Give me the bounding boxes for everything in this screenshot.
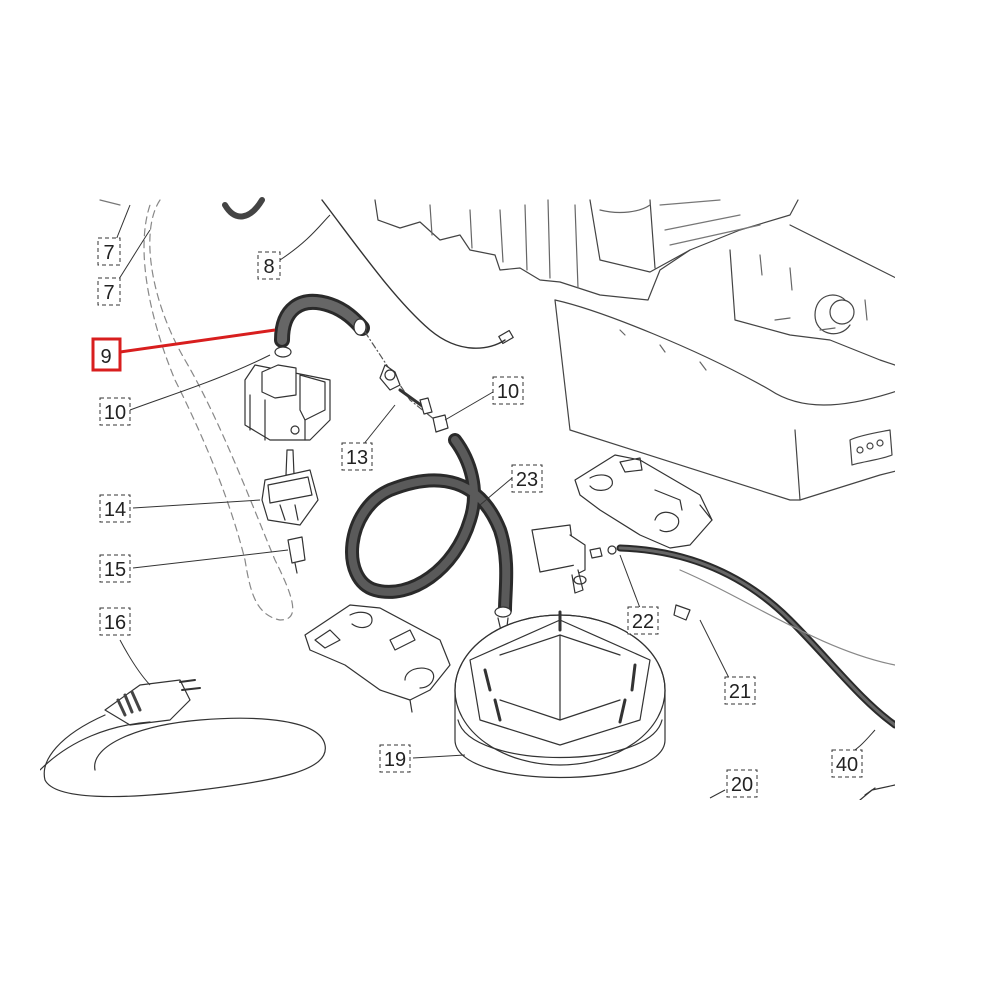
svg-text:19: 19	[384, 749, 406, 771]
machine-body	[374, 199, 895, 501]
sensor-22	[531, 524, 617, 594]
part-label-22[interactable]: 22	[627, 606, 659, 635]
svg-text:9: 9	[100, 346, 111, 368]
svg-text:10: 10	[497, 381, 519, 403]
left-bracket	[304, 604, 451, 713]
part-label-8[interactable]: 8	[257, 251, 281, 280]
svg-text:22: 22	[632, 611, 654, 633]
part-label-15[interactable]: 15	[99, 554, 131, 583]
svg-text:13: 13	[346, 447, 368, 469]
svg-text:15: 15	[104, 559, 126, 581]
svg-text:10: 10	[104, 402, 126, 424]
svg-text:21: 21	[729, 681, 751, 703]
top-hose-piece	[222, 197, 265, 220]
svg-text:40: 40	[836, 754, 858, 776]
wire-8	[321, 199, 506, 349]
svg-text:23: 23	[516, 469, 538, 491]
housing-dashed-outline	[143, 199, 294, 621]
part-label-16[interactable]: 16	[99, 607, 131, 636]
highlight-leader	[119, 328, 276, 354]
wire-8-connector	[498, 329, 514, 345]
right-bracket	[574, 454, 713, 549]
part-label-21[interactable]: 21	[724, 676, 756, 705]
svg-text:14: 14	[104, 499, 126, 521]
part-label-14[interactable]: 14	[99, 494, 131, 523]
bottom-right-part	[859, 784, 895, 800]
part-label-40[interactable]: 40	[831, 749, 863, 778]
part-label-19[interactable]: 19	[379, 744, 411, 773]
part-label-9-highlighted[interactable]: 9	[91, 337, 122, 372]
part-label-23[interactable]: 23	[511, 464, 543, 493]
top-fitting	[99, 199, 121, 206]
part-label-7a[interactable]: 7	[97, 237, 121, 266]
fitting-13	[379, 364, 433, 415]
svg-text:16: 16	[104, 612, 126, 634]
svg-text:7: 7	[103, 282, 114, 304]
leader-lines	[111, 204, 876, 799]
svg-text:7: 7	[103, 242, 114, 264]
part-label-7b[interactable]: 7	[97, 277, 121, 306]
part-label-20[interactable]: 20	[726, 769, 758, 798]
part-label-13[interactable]: 13	[341, 442, 373, 471]
fitting-10-right	[432, 414, 449, 433]
power-cord-16	[40, 679, 326, 798]
pump-assembly	[244, 346, 331, 574]
svg-text:8: 8	[263, 256, 274, 278]
part-label-10-right[interactable]: 10	[492, 376, 524, 405]
svg-text:20: 20	[731, 774, 753, 796]
part-label-10-left[interactable]: 10	[99, 397, 131, 426]
hose-23	[345, 433, 514, 617]
heater-19	[454, 610, 666, 779]
